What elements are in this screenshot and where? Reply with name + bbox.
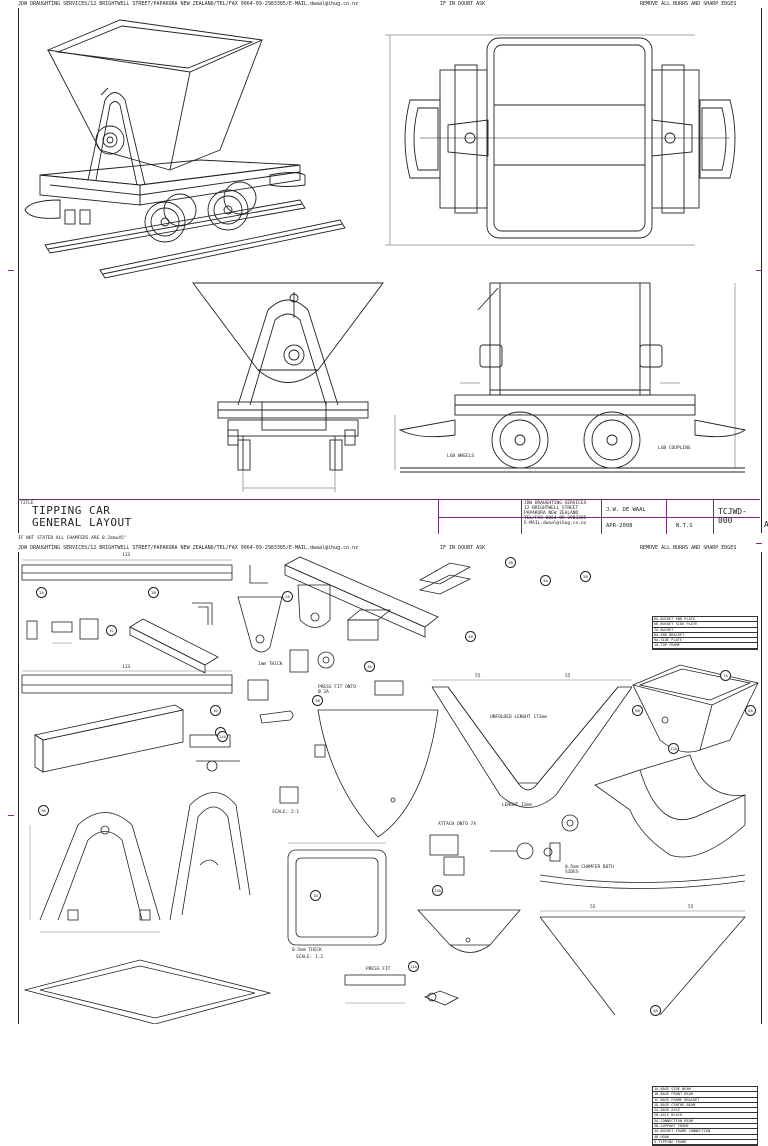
ref-mark [8,270,14,271]
parts-list-table-1: 1A-BASE SIDE BEAM 1B-BASE FRONT BEAM 1C-… [652,1086,758,1146]
chamfer-label: 0.5mm CHAMFER BOTH SIDES [565,865,614,875]
parts-row: 6B-BUCKET SIDE PLATE [653,622,757,628]
parts-row: 9A-SIDE PLATE [653,638,757,644]
drawing-scale: N.T.S [676,523,693,529]
part-balloon: 2A [282,591,293,602]
part-balloon: 13A [432,885,443,896]
title-line-2: GENERAL LAYOUT [32,516,132,529]
dim-55: 55 [688,905,694,910]
unfolded-length-label: UNFOLDED LENGHT 172mm [490,715,547,720]
unfolded-bucket-plate [432,686,632,784]
general-layout-sheet: JDW DRAUGHTING SERVICES/12 BRIGHTWELL ST… [0,0,768,535]
ref-mark [756,543,762,544]
part-balloon: 7A [720,670,731,681]
part-balloon: 2B [312,695,323,706]
lgb-coupling-label: LGB COUPLING [658,446,691,451]
dim-55: 55 [475,674,481,679]
part-balloon: 3B [505,557,516,568]
dim-55: 55 [590,905,596,910]
part-balloon: 6B [632,705,643,716]
burrs-note: REMOVE ALL BURRS AND SHARP EDGES [640,545,737,551]
revision: A [764,520,768,529]
attach-label: ATTACH ONTO 7A [438,822,476,827]
part-balloon: 6A [745,705,756,716]
scale-label: SCALE: 1:2 [296,955,324,960]
thickness-label: 1mm THICK [258,662,283,667]
burrs-note: REMOVE ALL BURRS AND SHARP EDGES [640,1,737,7]
title-block: TITLE TIPPING CAR GENERAL LAYOUT JDW DRA… [18,499,768,534]
parts-detail-sheet: IF NOT STATED ALL CHAMFERS ARE 0.2mmx45°… [0,535,768,1146]
part-balloon: 1B [148,587,159,598]
parts-row: 5-TIPPING FRAME [653,1140,757,1146]
parts-row: 6A-BUCKET END PLATE [653,617,757,623]
sheet2-header: JDW DRAUGHTING SERVICES/12 BRIGHTWELL ST… [0,544,768,552]
part-balloon: 5B [580,571,591,582]
part-balloon: 3A [364,661,375,672]
isometric-view [24,19,346,279]
ref-mark [756,270,762,271]
chamfer-note: IF NOT STATED ALL CHAMFERS ARE 0.2mmx45° [18,536,127,541]
parts-list-table-2: 6A-BUCKET END PLATE 6B-BUCKET SIDE PLATE… [652,616,758,650]
parts-detail-drawing [21,556,760,1024]
company-line: JDW DRAUGHTING SERVICES/12 BRIGHTWELL ST… [18,1,359,7]
scale-label: SCALE: 2:1 [272,810,300,815]
doubt-note: IF IN DOUBT ASK [440,1,486,7]
part-balloon: 5A [540,575,551,586]
part-balloon: 1D [210,705,221,716]
dim-113: 113 [122,553,131,558]
parts-row: 7A-BUCKET [653,628,757,633]
drawing-title: TIPPING CAR GENERAL LAYOUT [32,505,132,529]
part-balloon: 14A [217,731,228,742]
sheet1-header: JDW DRAUGHTING SERVICES/12 BRIGHTWELL ST… [0,0,768,8]
doubt-note: IF IN DOUBT ASK [440,545,486,551]
end-elevation-view [192,282,384,492]
sheet2-frame [18,552,762,1024]
company-line: JDW DRAUGHTING SERVICES/12 BRIGHTWELL ST… [18,545,359,551]
side-beam-1a-b [21,674,233,694]
part-balloon: 1C [106,625,117,636]
part-balloon: 11A [408,961,419,972]
ref-mark [8,815,14,816]
top-frame [287,849,387,946]
part-balloon: 1A [36,587,47,598]
drawing-date: APR-2008 [606,523,633,529]
top-plan-view [385,34,736,246]
parts-row: 8A-END BRACKET [653,633,757,639]
company-block: JDW DRAUGHTING SERVICES 12 BRIGHTWELL ST… [524,501,587,526]
dim-55: 55 [565,674,571,679]
part-balloon: 9A [38,805,49,816]
part-balloon: 12A [668,743,679,754]
dim-113: 113 [122,665,131,670]
title-line-1: TIPPING CAR [32,504,111,517]
parts-row: 10-TOP FRAME [653,643,757,649]
side-elevation-view [394,282,747,473]
part-balloon: 4B [465,631,476,642]
thickness-label: 0.5mm THICK [292,948,322,953]
lgb-wheels-label: LGB WHEELS [447,454,475,459]
part-balloon: 10 [310,890,321,901]
title-label: TITLE [20,501,34,506]
drawing-number: TCJWD-000 [718,507,747,525]
length-label: LENGHT 11mm [502,803,532,808]
press-fit-label: PRESS FIT ONTO Ø 2A [318,685,356,695]
drawn-by: J.W. DE WAAL [606,507,646,513]
bucket-end-plate [317,709,439,838]
part-balloon: 8A [650,1005,661,1016]
general-layout-drawing [24,19,747,492]
side-beam-1a [21,564,233,581]
press-fit-label: PRESS FIT [366,967,391,972]
